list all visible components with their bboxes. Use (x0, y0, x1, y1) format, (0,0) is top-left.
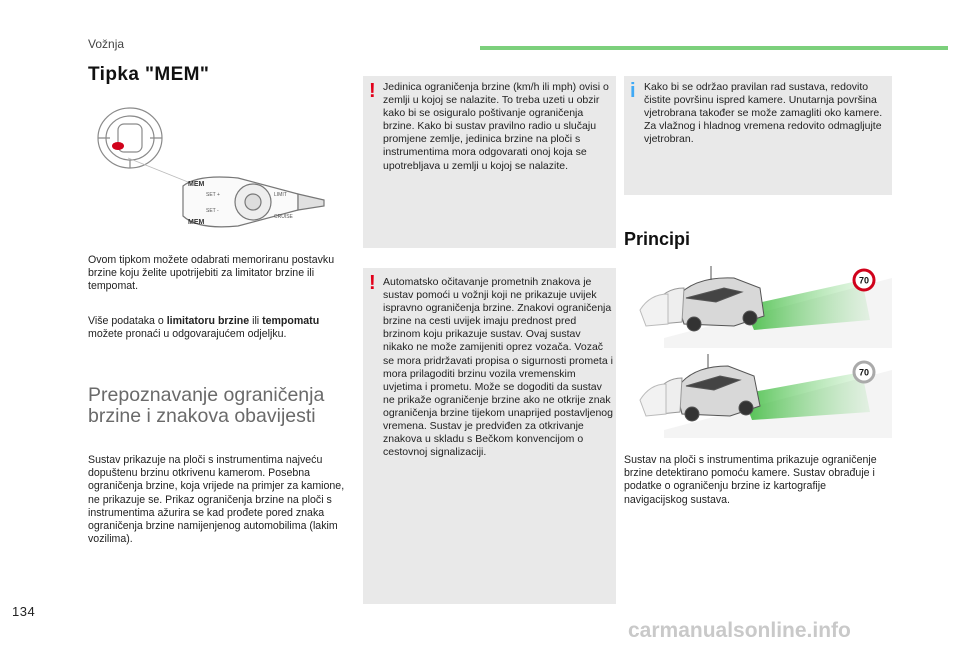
warning-icon: ! (369, 272, 376, 294)
watermark: carmanualsonline.info (628, 619, 851, 642)
warning-units-text: Jedinica ograničenja brzine (km/h ili mp… (383, 81, 609, 172)
recognition-section-title: Prepoznavanje ograničenja brzine i znako… (88, 384, 325, 427)
info-box-camera: i Kako bi se održao pravilan rad sustava… (624, 76, 892, 195)
car-sign-detection-illustration: 70 70 (639, 266, 892, 438)
chapter-title: Vožnja (88, 37, 125, 51)
page-number: 134 (12, 604, 36, 619)
mem-label-bottom: MEM (188, 219, 205, 226)
info-icon: i (630, 80, 636, 102)
steering-wheel-icon (97, 107, 163, 169)
chapter-accent-bar (480, 46, 948, 50)
more-info-mid: ili (249, 315, 263, 327)
warning-icon: ! (369, 80, 376, 102)
svg-text:70: 70 (859, 276, 869, 286)
cruise-label: CRUISE (274, 214, 294, 220)
speed-sign-icon: 70 (852, 268, 876, 292)
more-info-suffix: možete pronaći u odgovarajućem odjeljku. (88, 328, 287, 341)
mem-more-info: Više podataka o limitatoru brzine ili te… (88, 315, 342, 341)
warning-reliability-text: Automatsko očitavanje prometnih znakova … (383, 276, 613, 459)
cruise-control-term: tempomatu (262, 315, 320, 327)
svg-text:70: 70 (859, 368, 869, 378)
recognition-body: Sustav prikazuje na ploči s instrumentim… (88, 454, 345, 546)
limit-label: LIMIT (274, 192, 287, 198)
mem-description: Ovom tipkom možete odabrati memoriranu p… (88, 254, 335, 293)
more-info-prefix: Više podataka o (88, 315, 167, 327)
stalk-highlight-icon (112, 142, 124, 150)
speed-sign-icon: 70 (852, 360, 876, 384)
cruise-stalk-illustration: MEM MEM SET + SET - LIMIT CRUISE (97, 107, 325, 228)
mem-section-title: Tipka "MEM" (88, 64, 210, 85)
scene-bottom: 70 (639, 354, 892, 438)
scene-top: 70 (639, 266, 892, 348)
stalk-icon (182, 176, 325, 228)
car-icon (639, 277, 765, 332)
warning-box-reliability: ! Automatsko očitavanje prometnih znakov… (363, 268, 616, 604)
principi-body: Sustav na ploči s instrumentima prikazuj… (624, 454, 877, 506)
mem-label-top: MEM (188, 181, 205, 188)
info-camera-text: Kako bi se održao pravilan rad sustava, … (644, 81, 883, 146)
principi-title: Principi (624, 229, 691, 249)
set-plus-label: SET + (206, 192, 220, 198)
warning-box-units: ! Jedinica ograničenja brzine (km/h ili … (363, 76, 616, 248)
speed-limiter-term: limitatoru brzine (166, 315, 250, 327)
car-icon (639, 365, 761, 422)
set-minus-label: SET - (206, 208, 219, 214)
